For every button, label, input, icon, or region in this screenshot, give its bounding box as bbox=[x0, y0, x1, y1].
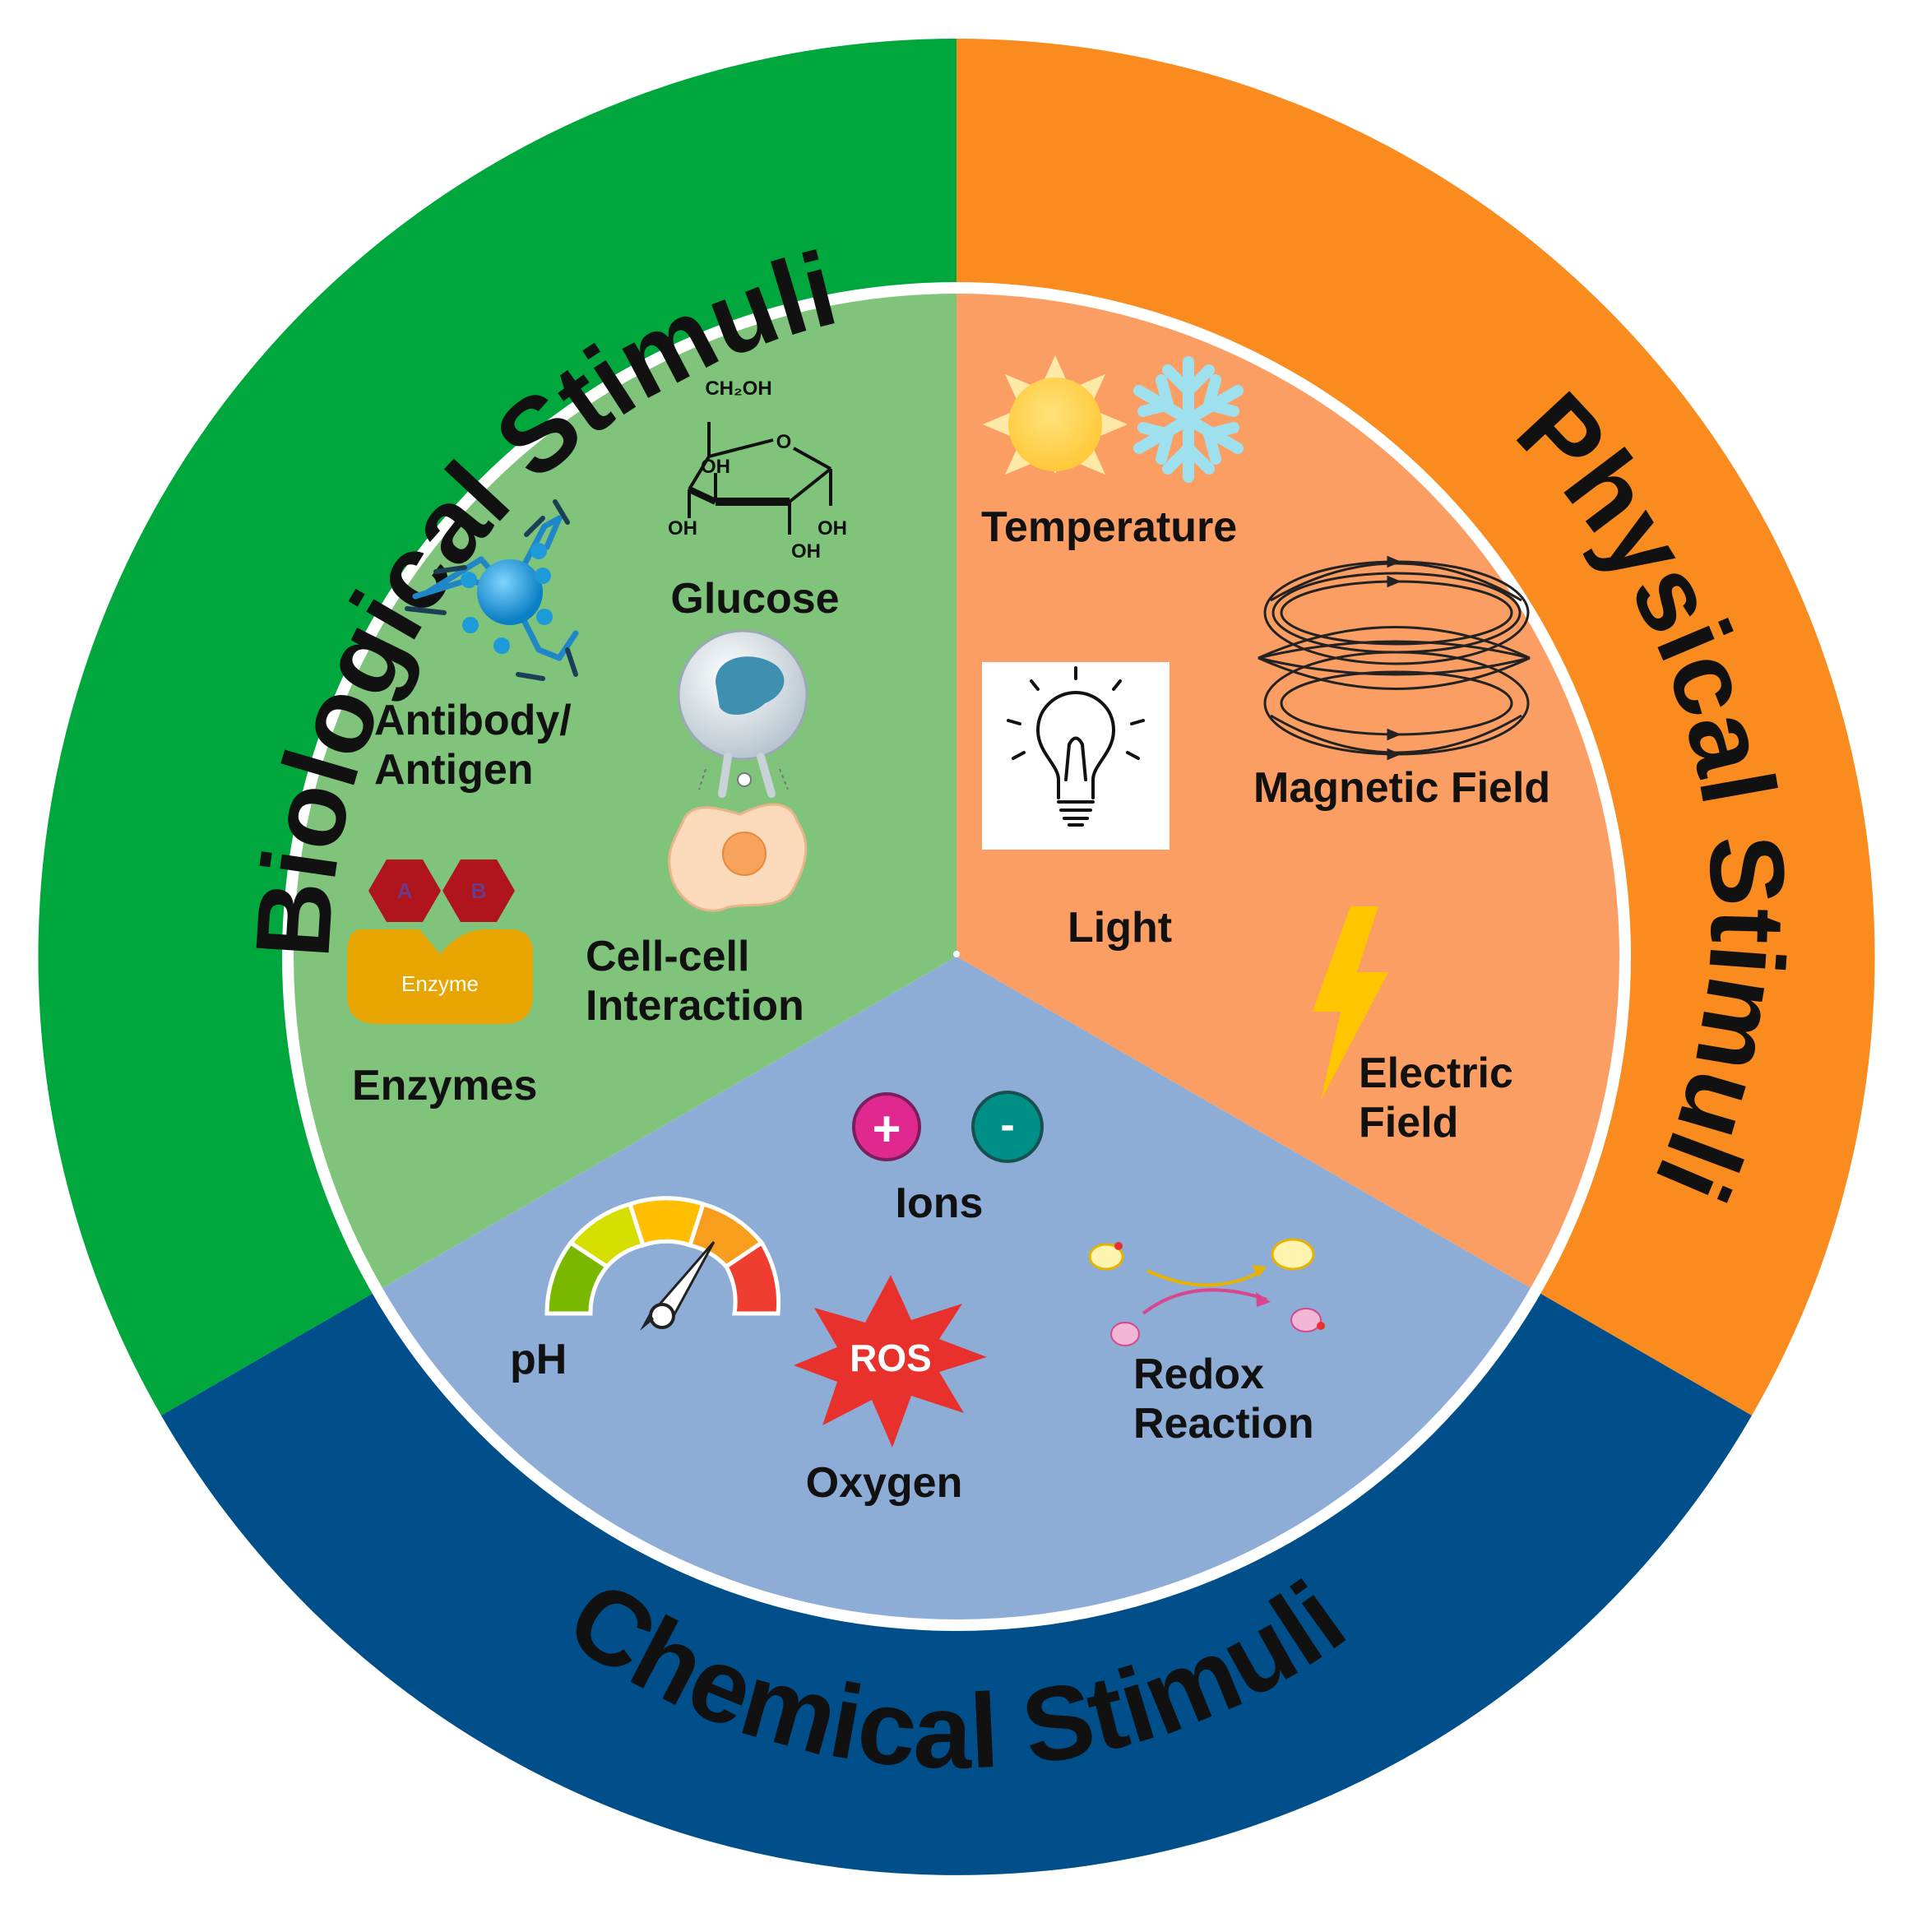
lightning-bolt-icon bbox=[1313, 906, 1388, 1100]
cell-interaction-label-line1: Cell-cell bbox=[586, 933, 749, 980]
glucose-oh-label-1: OH bbox=[701, 456, 730, 478]
cell-interaction-icon bbox=[668, 629, 808, 912]
center-dot bbox=[953, 951, 960, 957]
positive-ion-icon bbox=[852, 1092, 921, 1161]
ph-gauge-icon bbox=[544, 1196, 781, 1316]
redox-label-line1: Redox bbox=[1133, 1351, 1264, 1398]
enzymes-label: Enzymes bbox=[352, 1062, 537, 1110]
light-bulb-tile bbox=[982, 662, 1170, 850]
ions-label: Ions bbox=[896, 1179, 984, 1227]
enzyme-icon bbox=[347, 859, 533, 1024]
antibody-label-line2: Antigen bbox=[374, 746, 534, 794]
ion-minus-sign: - bbox=[1000, 1101, 1014, 1149]
magnetic-field-lines-icon bbox=[1258, 555, 1531, 761]
cell-interaction-label-line2: Interaction bbox=[586, 982, 804, 1030]
glucose-label: Glucose bbox=[670, 575, 839, 623]
biological-inner-sector bbox=[294, 294, 956, 1288]
magnetic-field-label: Magnetic Field bbox=[1253, 764, 1550, 812]
redox-label-line2: Reaction bbox=[1133, 1400, 1314, 1448]
light-label: Light bbox=[1068, 904, 1172, 952]
redox-icon bbox=[1088, 1238, 1325, 1346]
oxygen-label: Oxygen bbox=[806, 1459, 963, 1507]
glucose-oh-label-2: OH bbox=[668, 517, 697, 540]
ros-burst-icon bbox=[794, 1275, 987, 1448]
glucose-ch2oh-label: CH₂OH bbox=[705, 378, 771, 400]
snowflake-icon bbox=[1133, 356, 1244, 483]
glucose-oh-label-4: OH bbox=[818, 517, 847, 540]
enzyme-block-label: Enzyme bbox=[401, 971, 479, 996]
ion-plus-sign: + bbox=[872, 1101, 901, 1156]
chemical-inner-sector bbox=[382, 957, 1531, 1619]
ph-label: pH bbox=[510, 1336, 567, 1383]
electric-field-label-line1: Electric bbox=[1359, 1049, 1513, 1097]
electric-field-label-line2: Field bbox=[1359, 1099, 1458, 1147]
negative-ion-icon bbox=[971, 1091, 1044, 1163]
temperature-label: Temperature bbox=[981, 503, 1237, 551]
hex-b-label: B bbox=[471, 878, 487, 903]
sun-icon bbox=[983, 355, 1128, 475]
light-bulb-icon bbox=[1007, 666, 1145, 827]
glucose-molecule-icon bbox=[688, 422, 832, 535]
antibody-icon bbox=[405, 499, 579, 681]
ros-label: ROS bbox=[850, 1337, 932, 1379]
glucose-ring-oxygen-label: O bbox=[776, 431, 792, 453]
glucose-oh-label-3: OH bbox=[791, 540, 821, 563]
ph-gauge-needle bbox=[640, 1241, 716, 1331]
hex-a-label: A bbox=[397, 878, 413, 903]
antibody-label-line1: Antibody/ bbox=[374, 697, 572, 744]
physical-inner-sector bbox=[956, 294, 1619, 1288]
